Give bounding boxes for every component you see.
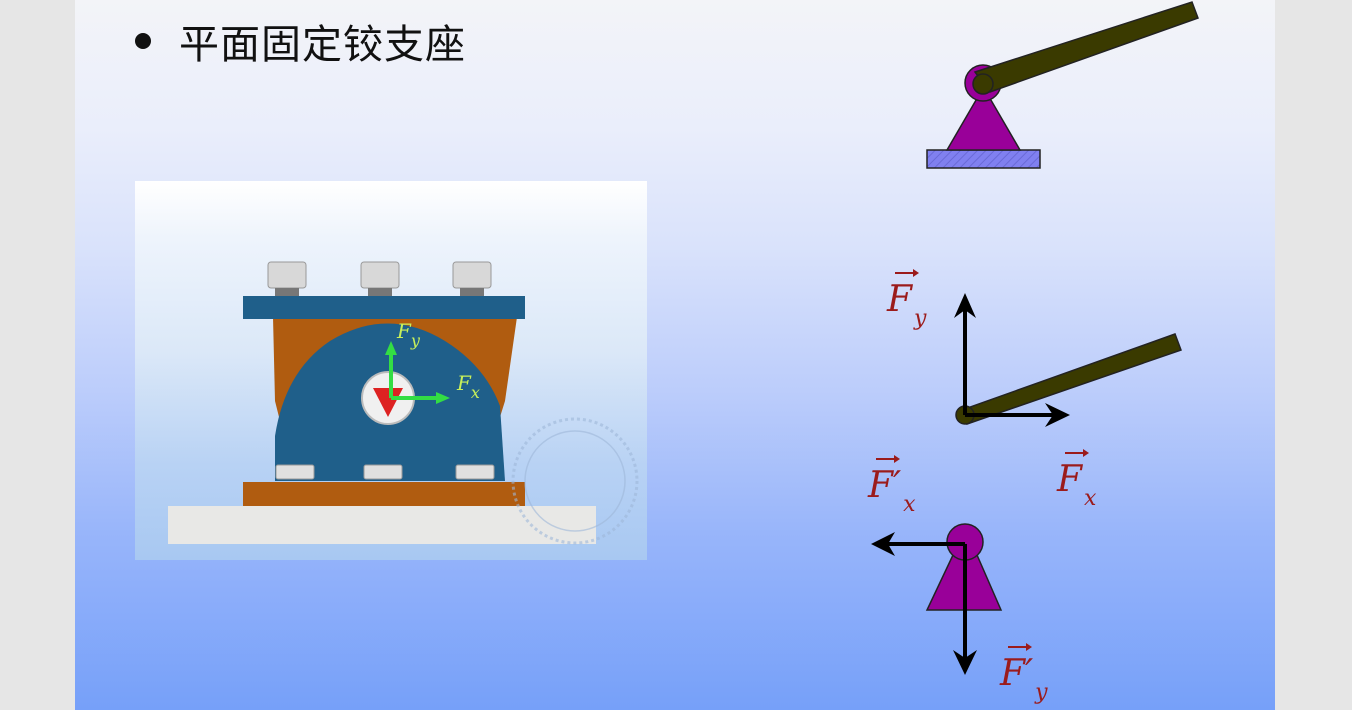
slide: 平面固定铰支座 (75, 0, 1275, 710)
fy-label: Fy (887, 269, 926, 330)
hinge-support-model-illustration (168, 261, 639, 545)
fx-prime-label: F′x (868, 455, 916, 516)
title-text: 平面固定铰支座 (179, 22, 466, 68)
fy-prime-label: F′y (1000, 643, 1048, 704)
fx-label: Fx (1057, 449, 1096, 510)
photo-fx-label: Fx (457, 371, 480, 402)
hinge-support-diagram (871, 1, 1199, 675)
photo-fy-label: Fy (397, 319, 420, 350)
hinge-support-photo: Fy Fx (135, 181, 647, 560)
bullet-icon (135, 33, 151, 49)
slide-title: 平面固定铰支座 (135, 12, 466, 70)
